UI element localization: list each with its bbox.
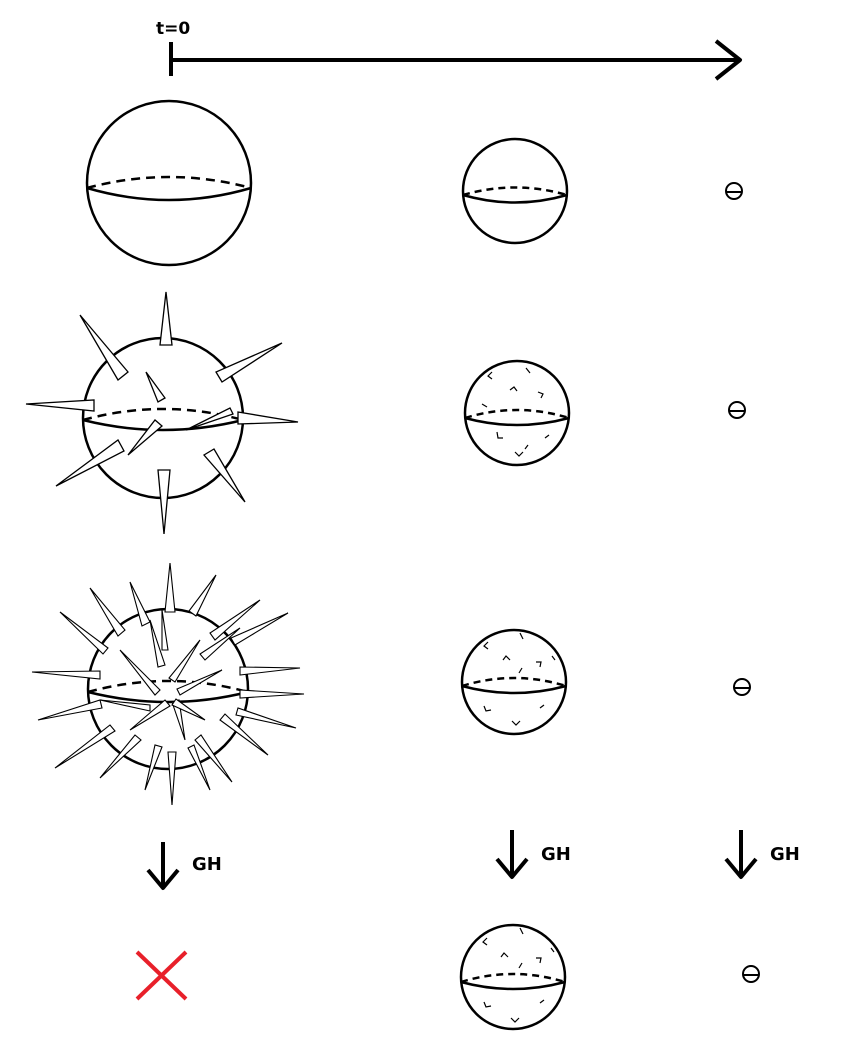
sphere-tiny bbox=[742, 965, 760, 983]
sphere-tiny bbox=[725, 182, 743, 200]
sphere-large-smooth bbox=[85, 99, 253, 267]
sphere-medium-wrinkled bbox=[463, 359, 571, 467]
gh-arrow-col-2: GH bbox=[495, 830, 571, 879]
sphere-tiny bbox=[733, 678, 751, 696]
sphere-tiny bbox=[728, 401, 746, 419]
sphere-large-many-spikes bbox=[31, 562, 305, 806]
sphere-medium-wrinkled bbox=[460, 628, 568, 736]
sphere-large-few-spikes bbox=[25, 291, 299, 535]
gh-label: GH bbox=[192, 854, 222, 875]
time-axis: t=0 bbox=[156, 19, 742, 81]
sphere-medium-smooth bbox=[461, 137, 569, 245]
time-axis-start-label: t=0 bbox=[156, 19, 190, 39]
gh-arrow-col-1: GH bbox=[146, 842, 222, 890]
red-cross-icon bbox=[135, 950, 188, 1001]
sphere-medium-wrinkled bbox=[459, 923, 567, 1031]
gh-label: GH bbox=[541, 844, 571, 865]
gh-arrow-col-3: GH bbox=[724, 830, 800, 879]
gh-label: GH bbox=[770, 844, 800, 865]
